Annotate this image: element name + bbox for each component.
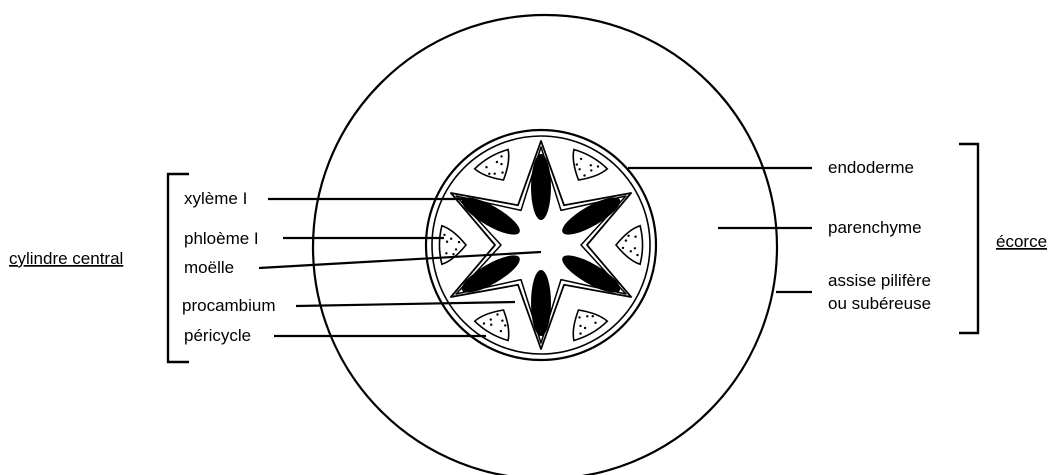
phloem-dot (627, 235, 629, 237)
phloem-dot (622, 247, 624, 249)
label-phloeme: phloème I (184, 229, 259, 248)
phloem-dot (576, 163, 578, 165)
phloem-dot (504, 324, 506, 326)
phloem-dot (578, 316, 580, 318)
phloem-dot (452, 253, 454, 255)
phloem-dot (496, 313, 498, 315)
phloem-dot (634, 247, 636, 249)
phloem-dot (490, 324, 492, 326)
phloem-dot (488, 173, 490, 175)
phloem-dot (630, 250, 632, 252)
label-pericycle: péricycle (184, 326, 251, 345)
phloem-dot (636, 254, 638, 256)
phloem-dot (597, 165, 599, 167)
phloem-dot (500, 155, 502, 157)
phloem-dot (496, 161, 498, 163)
phloem-dot (590, 169, 592, 171)
phloem-dot (583, 174, 585, 176)
phloem-dot (594, 322, 596, 324)
phloem-dot (483, 322, 485, 324)
label-assise-line1: assise pilifère (828, 271, 931, 290)
phloem-dot (445, 252, 447, 254)
label-procambium: procambium (182, 296, 276, 315)
label-parenchyme: parenchyme (828, 218, 922, 237)
phloem-dot (579, 332, 581, 334)
phloem-dot (500, 163, 502, 165)
phloem-dot (455, 248, 457, 250)
phloem-dot (458, 241, 460, 243)
phloem-dot (494, 173, 496, 175)
phloem-dot (586, 315, 588, 317)
phloem-dot (501, 320, 503, 322)
phloem-dot (485, 166, 487, 168)
phloem-dot (584, 327, 586, 329)
xylem-arm (531, 154, 551, 220)
phloem-dot (450, 238, 452, 240)
label-moelle: moëlle (184, 258, 234, 277)
phloem-dot (443, 234, 445, 236)
phloem-dot (625, 239, 627, 241)
phloem-dot (501, 171, 503, 173)
label-xyleme: xylème I (184, 189, 247, 208)
phloem-dot (634, 236, 636, 238)
phloem-dot (500, 330, 502, 332)
xylem-arm (531, 270, 551, 336)
phloem-dot (578, 168, 580, 170)
phloem-dot (590, 164, 592, 166)
bracket-ecorce (959, 144, 978, 333)
phloem-dot (579, 325, 581, 327)
phloem-dot (592, 315, 594, 317)
phloem-dot (580, 158, 582, 160)
group-label-cylindre-central: cylindre central (9, 249, 123, 268)
label-endoderme: endoderme (828, 158, 914, 177)
phloem-dot (490, 318, 492, 320)
label-assise-line2: ou subéreuse (828, 294, 931, 313)
group-label-ecorce: écorce (996, 232, 1047, 251)
phloem-dot (446, 241, 448, 243)
